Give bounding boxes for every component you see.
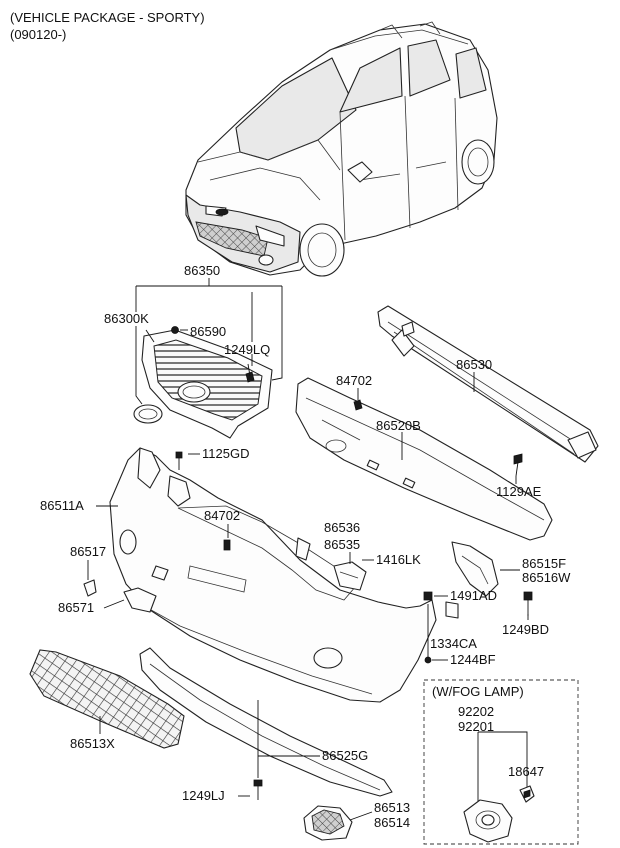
header-package-label: (VEHICLE PACKAGE - SPORTY) [10,10,205,25]
leader-lines [87,278,529,821]
label-86513x: 86513X [70,736,115,751]
label-1249lj: 1249LJ [182,788,225,803]
bumper-lower-bracket-86571 [123,587,157,613]
screw-1125gd [175,451,183,470]
fog-lamp-92201 [463,799,513,843]
label-86536: 86536 [324,520,360,535]
label-1129ae: 1129AE [496,484,542,499]
label-1125gd: 1125GD [202,446,249,461]
bumper-energy-absorber [295,377,553,541]
label-86530: 86530 [456,357,492,372]
label-1416lk: 1416LK [376,552,421,567]
label-1249lq: 1249LQ [224,342,270,357]
label-86300k: 86300K [104,311,149,326]
fog-lamp-cover-86513 [303,805,353,841]
tow-hook-cap-86517 [83,579,97,597]
label-1244bf: 1244BF [450,652,496,667]
radiator-grille-assembly [133,326,273,439]
fog-lamp-bulb-18647 [519,785,535,803]
front-lip-86525g [139,647,393,797]
label-86511a: 86511A [40,498,84,513]
label-86513: 86513 [374,800,410,815]
fog-lamp-box-title: (W/FOG LAMP) [432,684,524,699]
screw-1249lj [253,779,263,800]
label-86350: 86350 [184,263,220,278]
label-84702-top: 84702 [336,373,372,388]
label-86590: 86590 [190,324,226,339]
vehicle-illustration [185,21,498,277]
label-86525g: 86525G [322,748,368,763]
label-86515f: 86515F [522,556,566,571]
label-86520b: 86520B [376,418,421,433]
label-84702-mid: 84702 [204,508,240,523]
label-86514: 86514 [374,815,410,830]
front-bumper-cover [109,447,437,703]
label-18647: 18647 [508,764,544,779]
clip-84702 [223,539,231,551]
clip-1491ad [423,591,433,601]
label-86571: 86571 [58,600,94,615]
bumper-side-bracket-86535 [333,561,367,591]
nut-1334ca [445,601,459,619]
header-date-label: (090120-) [10,27,66,42]
bolt-1249bd [523,591,533,616]
label-86535: 86535 [324,537,360,552]
label-92202: 92202 [458,704,494,719]
label-1249bd: 1249BD [502,622,549,637]
bumper-side-reinforcement [451,541,499,597]
lower-grille-86513x [29,649,185,749]
label-86517: 86517 [70,544,106,559]
front-bumper-beam [377,305,599,463]
fog-lamp-box [423,679,579,845]
label-86516w: 86516W [522,570,571,585]
label-1334ca: 1334CA [430,636,477,651]
label-1491ad: 1491AD [450,588,497,603]
label-92201: 92201 [458,719,494,734]
